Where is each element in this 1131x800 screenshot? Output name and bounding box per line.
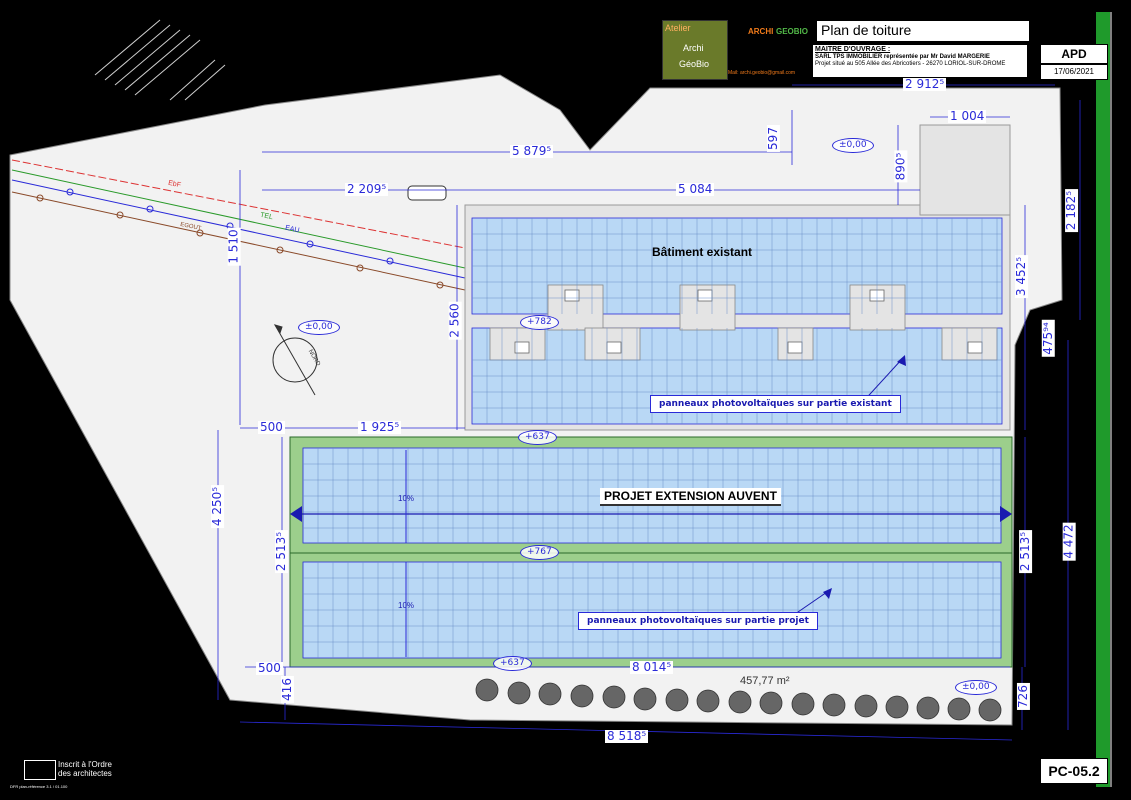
owner-line: SARL TPS IMMOBILIER représentée par Mr D… xyxy=(815,54,990,60)
slope-lower: 10% xyxy=(398,601,415,610)
logo-word-atelier: Atelier xyxy=(665,23,691,33)
roof-annex xyxy=(919,124,1011,216)
slope-upper: 10% xyxy=(398,494,415,503)
dim-2912: 2 912⁵ xyxy=(903,77,947,91)
level-left: ±0,00 xyxy=(298,320,340,335)
logo-word-archi: Archi xyxy=(683,43,704,53)
dim-5084: 5 084 xyxy=(676,182,715,196)
area-label: 457,77 m² xyxy=(740,675,790,687)
level-767: +767 xyxy=(520,545,559,560)
label-extension: PROJET EXTENSION AUVENT xyxy=(600,488,781,506)
dim-1510: 1 510 xyxy=(226,227,241,266)
dim-500-lower: 500 xyxy=(256,661,283,675)
contact-email: Mail: archi.geobio@gmail.com xyxy=(728,70,796,76)
date-box: 17/06/2021 xyxy=(1040,64,1108,80)
logo-word-geobio: GéoBio xyxy=(679,59,710,69)
north-arrow xyxy=(272,324,318,396)
note-pv-project: panneaux photovoltaïques sur partie proj… xyxy=(578,612,818,630)
dim-8014: 8 014⁵ xyxy=(630,660,674,674)
owner-box: MAITRE D'OUVRAGE : SARL TPS IMMOBILIER r… xyxy=(812,44,1028,78)
dim-2209: 2 209⁵ xyxy=(345,182,389,196)
dim-4472: 4 472 xyxy=(1061,522,1076,561)
trees xyxy=(475,678,1002,722)
brand-archi: ARCHI xyxy=(748,27,774,36)
level-637-upper: +637 xyxy=(518,430,557,445)
brand-geobio: GEOBIO xyxy=(776,27,809,36)
dim-2513-right: 2 513⁵ xyxy=(1018,529,1033,574)
label-existing-building: Bâtiment existant xyxy=(652,245,753,259)
sheet-number: PC-05.2 xyxy=(1048,763,1100,779)
level-bottom: ±0,00 xyxy=(955,680,997,695)
dim-890: 890⁵ xyxy=(893,150,908,183)
plan-title: Plan de toiture xyxy=(821,22,912,38)
order-logo-text: Inscrit à l'Ordre des architectes xyxy=(58,760,112,778)
dim-2560: 2 560 xyxy=(447,301,462,340)
car xyxy=(407,185,447,201)
date: 17/06/2021 xyxy=(1053,67,1095,76)
dim-1004: 1 004 xyxy=(948,109,987,123)
dim-3452: 3 452⁵ xyxy=(1014,254,1029,299)
panel-grid-vertical xyxy=(317,218,998,658)
sheet-number-box: PC-05.2 xyxy=(1040,758,1108,784)
level-637-lower: +637 xyxy=(493,656,532,671)
phase: APD xyxy=(1061,47,1087,61)
logo-atelier: Atelier Archi GéoBio xyxy=(662,20,728,80)
project-line: Projet situé au 505 Allée des Abricotier… xyxy=(815,61,1006,67)
level-top: ±0,00 xyxy=(832,138,874,153)
dim-416: 416 xyxy=(279,676,294,703)
dim-5879: 5 879⁵ xyxy=(510,144,554,158)
road-hatching xyxy=(94,19,226,101)
order-logo-mark xyxy=(24,760,56,780)
dim-597: 597 xyxy=(765,125,780,152)
side-strip xyxy=(1096,12,1110,787)
dim-4250: 4 250⁵ xyxy=(210,484,225,529)
level-782: +782 xyxy=(520,315,559,330)
plan-title-box: Plan de toiture xyxy=(816,20,1030,42)
dim-2513-left: 2 513⁵ xyxy=(274,529,289,574)
footer-fine-print: DFR plan-référence 3.1 / 01.100 xyxy=(10,784,68,789)
order-logo xyxy=(24,760,94,780)
dim-475: 475⁹⁴ xyxy=(1040,320,1055,357)
dim-500-upper: 500 xyxy=(258,420,285,434)
dim-2182: 2 182⁵ xyxy=(1064,188,1079,233)
dim-726: 726 xyxy=(1015,683,1030,710)
dim-1925: 1 925⁵ xyxy=(358,420,402,434)
phase-box: APD xyxy=(1040,44,1108,64)
dim-8518: 8 518⁵ xyxy=(605,729,649,743)
owner-heading: MAITRE D'OUVRAGE : xyxy=(815,46,891,53)
network-tel-line xyxy=(11,169,466,269)
note-pv-existing: panneaux photovoltaïques sur partie exis… xyxy=(650,395,901,413)
